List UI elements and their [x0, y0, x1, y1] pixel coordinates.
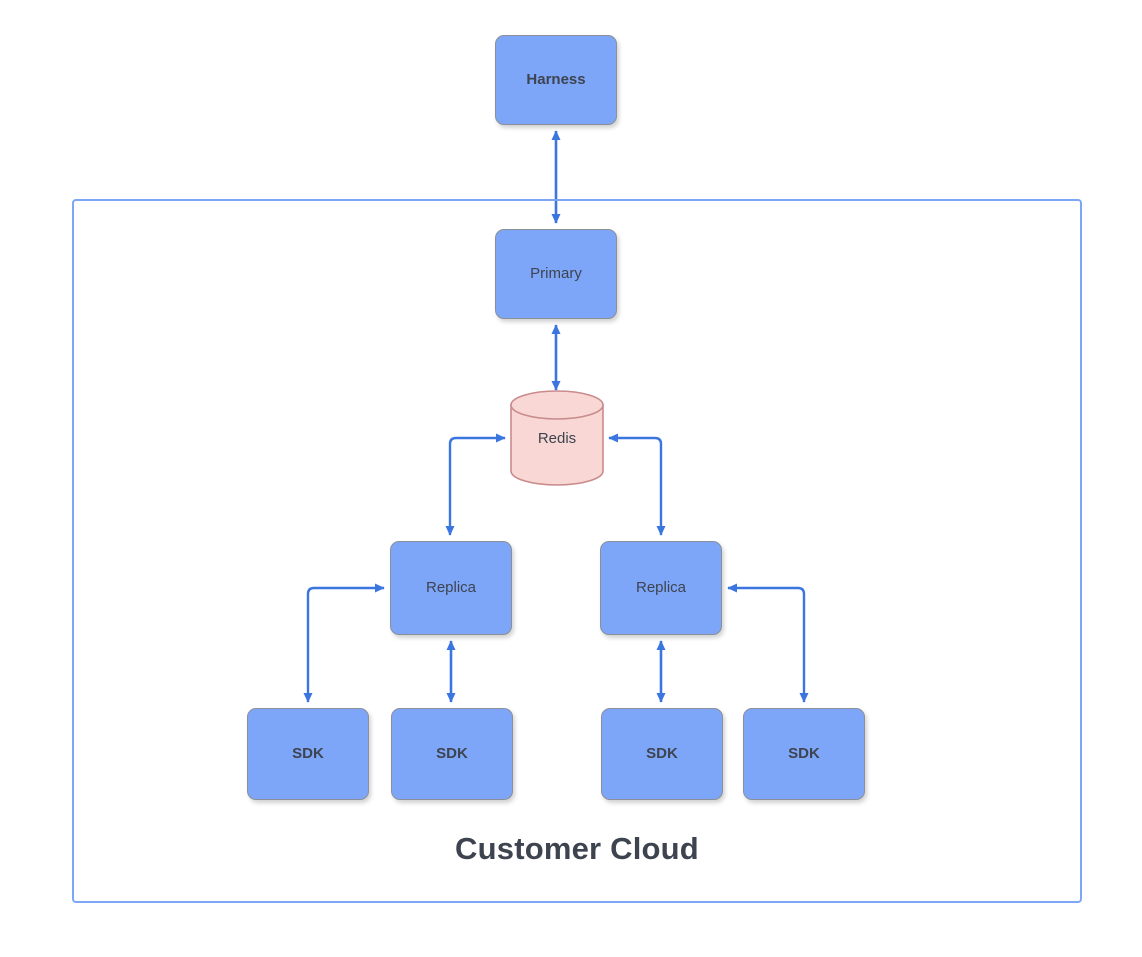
- node-primary[interactable]: Primary: [495, 229, 617, 319]
- node-replica-right[interactable]: Replica: [600, 541, 722, 635]
- customer-cloud-boundary: [72, 199, 1082, 903]
- connector-redis-replica-right: [608, 433, 666, 536]
- node-sdk-3[interactable]: SDK: [601, 708, 723, 800]
- node-replica-left-label: Replica: [425, 579, 477, 596]
- node-sdk-1[interactable]: SDK: [247, 708, 369, 800]
- redis-cylinder-shape: [510, 390, 604, 486]
- connector-replica-right-sdk-4: [727, 583, 809, 703]
- customer-cloud-title: Customer Cloud: [455, 831, 699, 866]
- connector-redis-replica-left: [445, 433, 506, 536]
- node-primary-label: Primary: [530, 265, 582, 282]
- node-sdk-4-label: SDK: [788, 745, 820, 762]
- node-sdk-2[interactable]: SDK: [391, 708, 513, 800]
- node-sdk-2-label: SDK: [436, 745, 468, 762]
- node-sdk-4[interactable]: SDK: [743, 708, 865, 800]
- node-harness-label: Harness: [526, 71, 586, 88]
- node-sdk-1-label: SDK: [292, 745, 324, 762]
- node-sdk-3-label: SDK: [646, 745, 678, 762]
- connector-replica-left-sdk-1: [303, 583, 385, 703]
- node-harness[interactable]: Harness: [495, 35, 617, 125]
- node-replica-right-label: Replica: [635, 579, 687, 596]
- node-replica-left[interactable]: Replica: [390, 541, 512, 635]
